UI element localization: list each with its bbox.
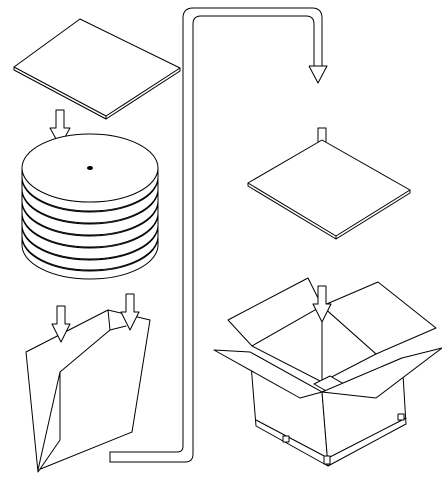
sleeve [26, 310, 150, 472]
disc-stack [22, 134, 158, 279]
box-sheet [248, 140, 410, 239]
arrow-into-sleeve-right [121, 294, 139, 330]
top-sheet [14, 19, 180, 119]
routing-arrow [110, 8, 327, 462]
carton [214, 278, 442, 466]
arrow-into-carton [313, 286, 331, 322]
arrow-into-sleeve-left [52, 306, 70, 342]
